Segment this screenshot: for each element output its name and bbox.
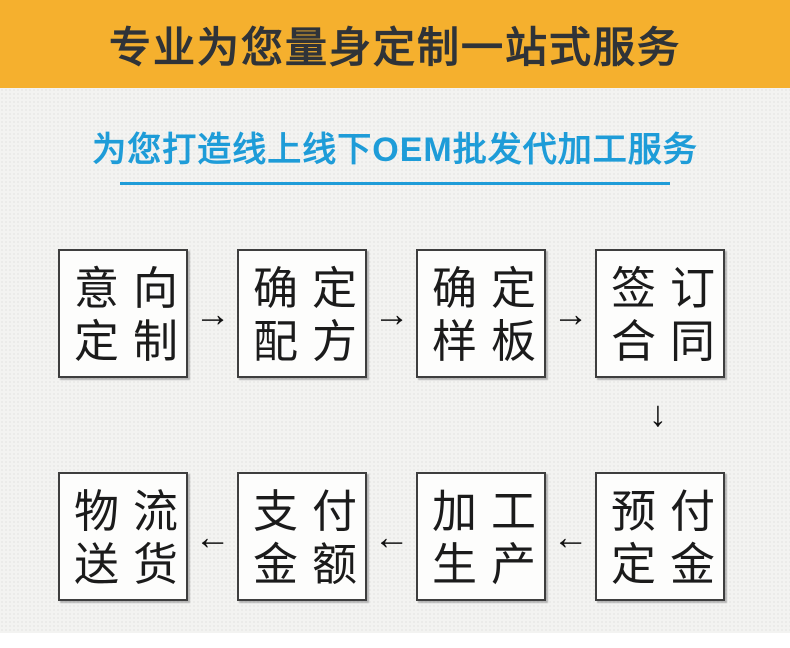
flow-step-line: 配方 (253, 315, 372, 367)
subheader-title: 为您打造线上线下OEM批发代加工服务 (92, 131, 698, 169)
flow-row-1: 意向 定制 → 确定 配方 → 确定 样板 → 签订 合同 (58, 249, 725, 378)
flow-step-confirm-formula: 确定 配方 (237, 249, 367, 378)
arrow-right-icon: → (552, 292, 589, 334)
flow-step-line: 签订 (611, 262, 730, 314)
flow-step-line: 意向 (74, 262, 193, 314)
flow-step-pay-amount: 支付 金额 (237, 472, 367, 601)
flow-step-line: 加工 (432, 485, 551, 537)
arrow-left-icon: ← (194, 515, 231, 557)
arrow-right-icon: → (373, 292, 410, 334)
flow-step-line: 确定 (253, 262, 372, 314)
flow-step-processing-production: 加工 生产 (416, 472, 546, 601)
subheader-underline (120, 182, 670, 185)
flow-step-line: 定金 (611, 538, 730, 590)
flow-step-line: 预付 (611, 485, 730, 537)
arrow-left-icon: ← (552, 515, 589, 557)
arrow-down-wrap: ↓ (591, 396, 725, 432)
flow-step-line: 物流 (74, 485, 193, 537)
flow-step-logistics-delivery: 物流 送货 (58, 472, 188, 601)
arrow-right-icon: → (194, 292, 231, 334)
content-section: 为您打造线上线下OEM批发代加工服务 意向 定制 → 确定 配方 → 确定 样板… (0, 88, 790, 633)
flow-step-line: 确定 (432, 262, 551, 314)
flow-row-2: 物流 送货 ← 支付 金额 ← 加工 生产 ← 预付 定金 (58, 472, 725, 601)
flow-step-confirm-sample: 确定 样板 (416, 249, 546, 378)
flow-step-line: 定制 (74, 315, 193, 367)
flow-step-sign-contract: 签订 合同 (595, 249, 725, 378)
arrow-down-icon: ↓ (649, 393, 667, 434)
flow-step-line: 样板 (432, 315, 551, 367)
flow-step-line: 金额 (253, 538, 372, 590)
flow-step-line: 生产 (432, 538, 551, 590)
subheader: 为您打造线上线下OEM批发代加工服务 (0, 88, 790, 185)
flow-step-prepay-deposit: 预付 定金 (595, 472, 725, 601)
flow-step-line: 送货 (74, 538, 193, 590)
banner-title: 专业为您量身定制一站式服务 (108, 23, 681, 71)
flow-step-line: 合同 (611, 315, 730, 367)
arrow-left-icon: ← (373, 515, 410, 557)
flow-step-line: 支付 (253, 485, 372, 537)
flow-step-intent-custom: 意向 定制 (58, 249, 188, 378)
banner: 专业为您量身定制一站式服务 (0, 0, 790, 88)
